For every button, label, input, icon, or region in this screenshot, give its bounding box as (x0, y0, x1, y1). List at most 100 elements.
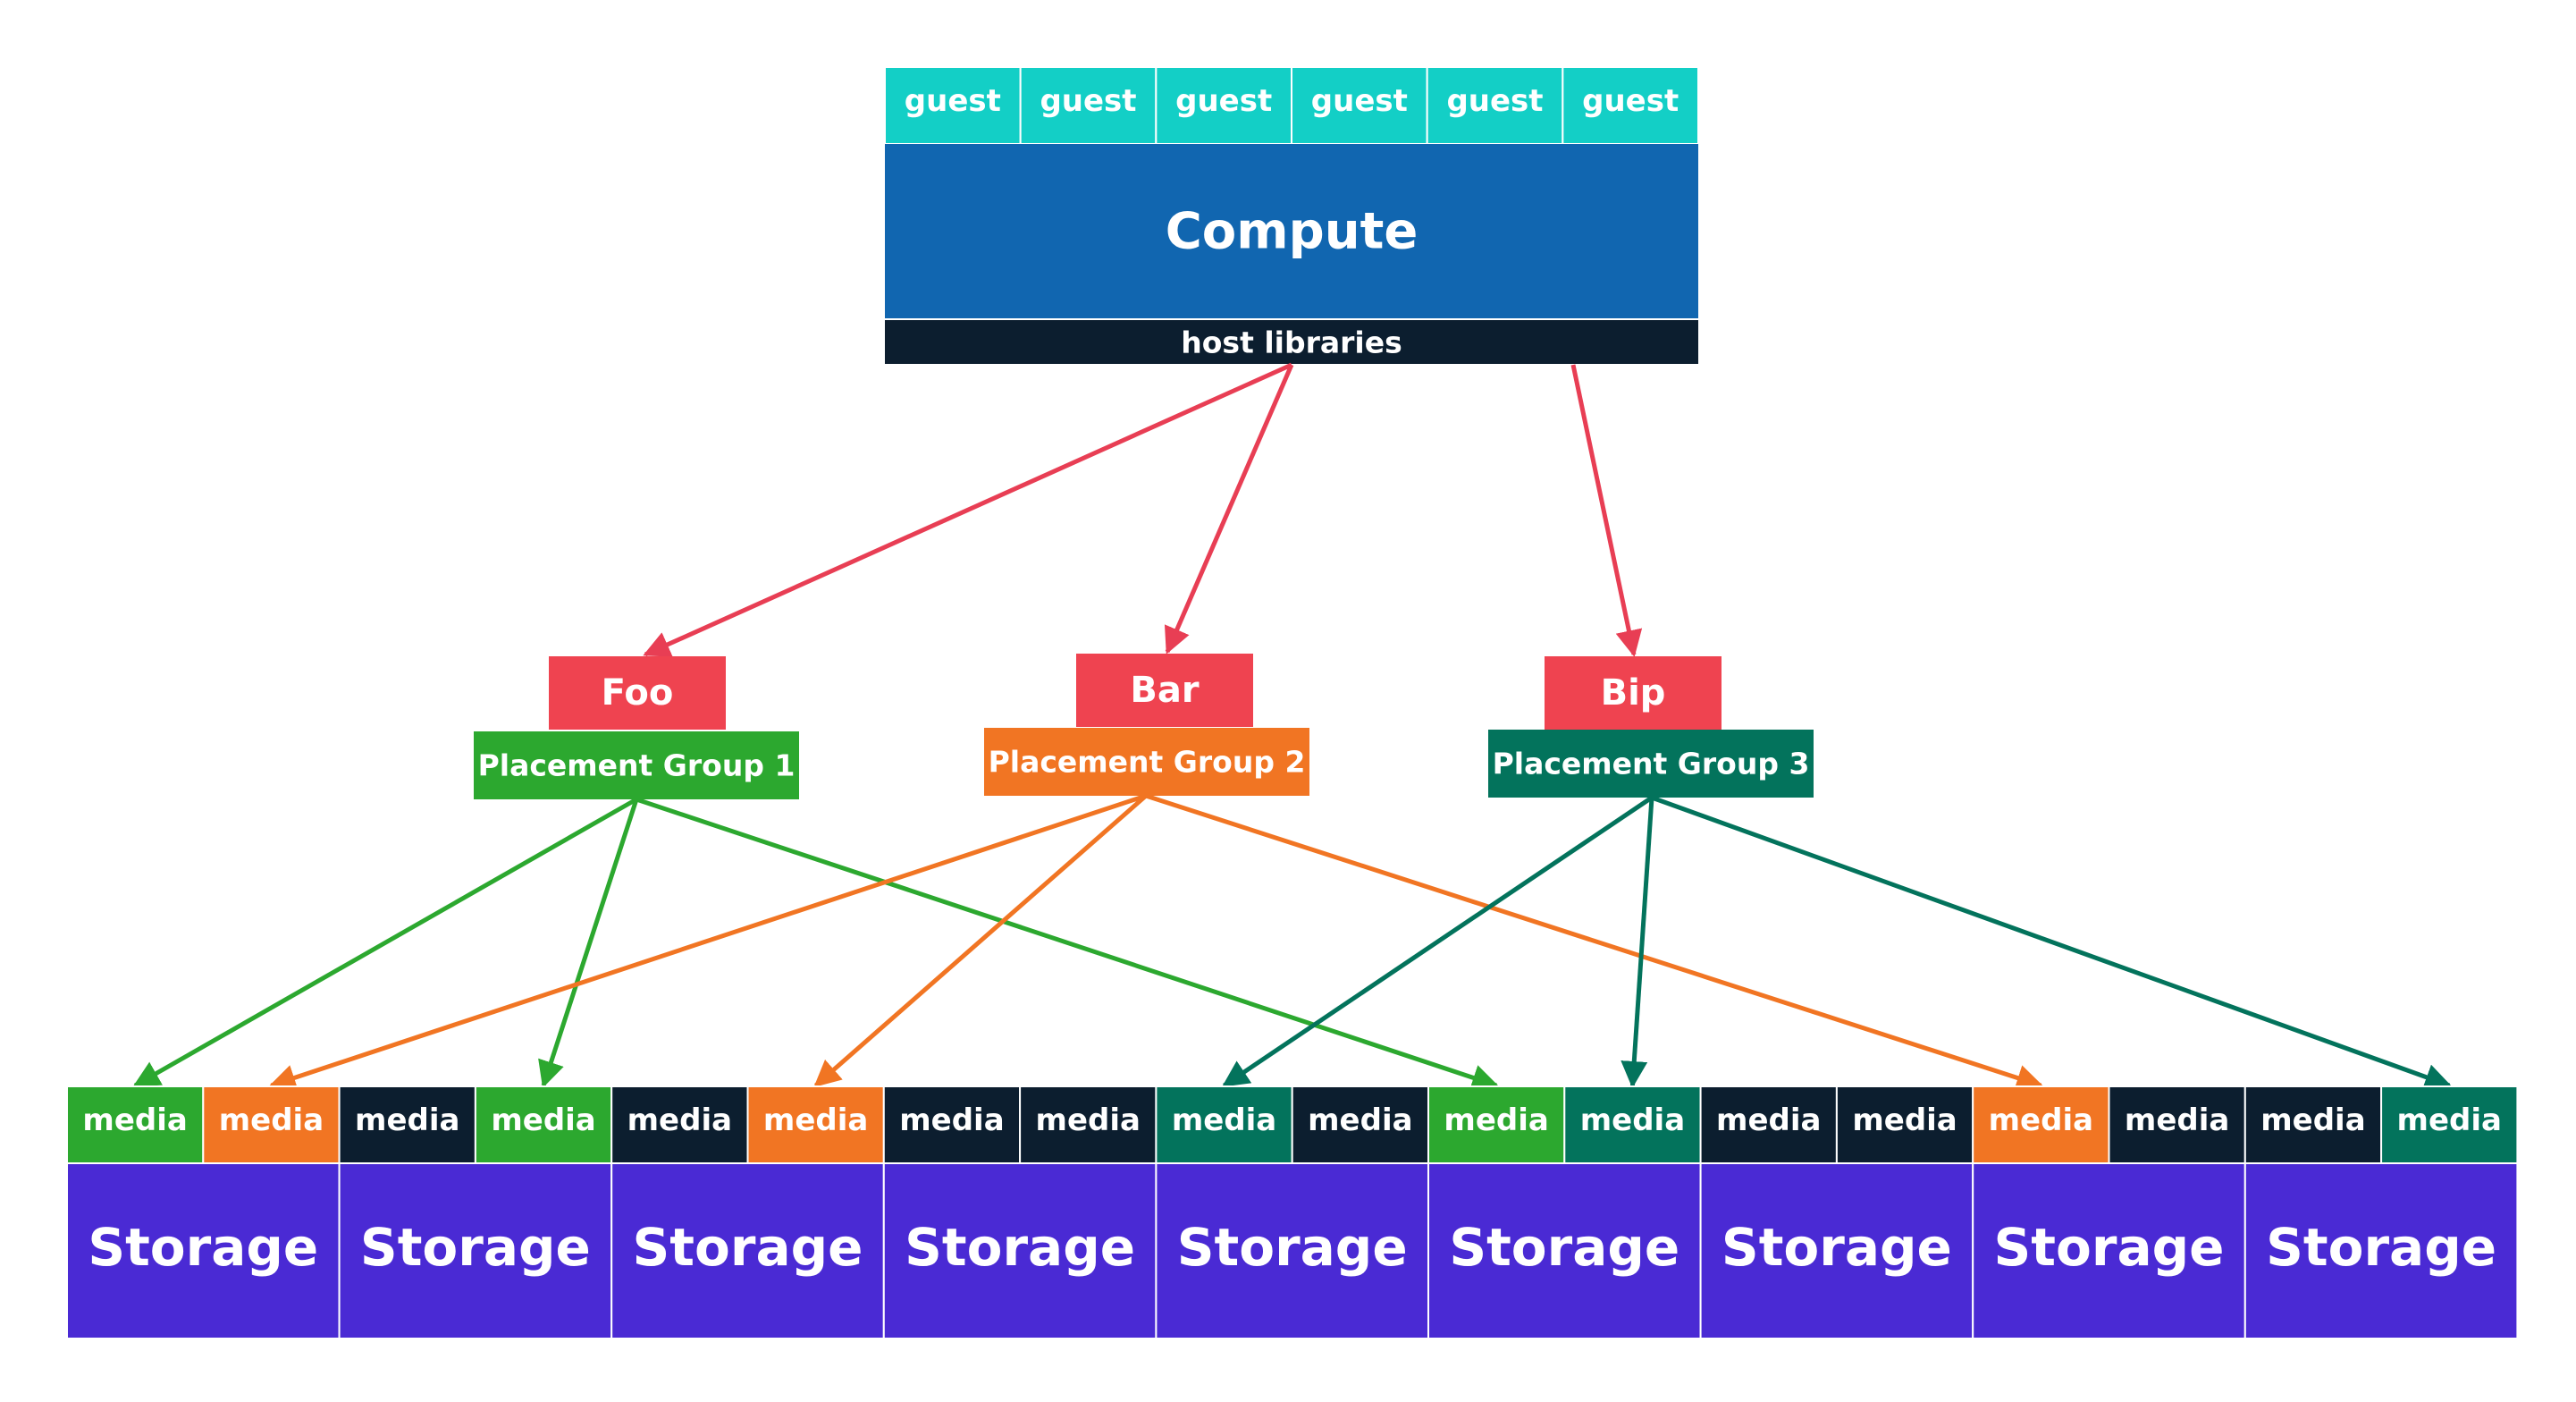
storage-box (1699, 1162, 1974, 1339)
placement-group-box (1488, 730, 1814, 798)
tag-label: Bar (1130, 670, 1199, 711)
placement-group-label: Placement Group 2 (989, 745, 1306, 780)
tag-box (1545, 656, 1722, 730)
placement-group-box (474, 731, 799, 799)
media-label: media (1852, 1102, 1957, 1138)
placement-group-box (984, 728, 1309, 796)
media-label: media (219, 1102, 324, 1138)
tag-label: Bip (1601, 672, 1666, 714)
compute-to-tag-arrow (643, 362, 1293, 657)
host-libraries-label: host libraries (1181, 325, 1402, 360)
media-label: media (1716, 1102, 1821, 1138)
storage-label: Storage (905, 1217, 1135, 1278)
group-to-media-arrow (813, 794, 1148, 1087)
tag-box (549, 656, 726, 730)
storage-box (2243, 1162, 2519, 1339)
storage-box (610, 1162, 885, 1339)
group-to-media-arrow (1621, 797, 1654, 1088)
storage-label: Storage (1449, 1217, 1679, 1278)
media-label: media (1444, 1102, 1548, 1138)
compute-label: Compute (1166, 203, 1418, 261)
media-label: media (1308, 1102, 1412, 1138)
tag-box (1076, 654, 1253, 727)
media-label: media (2125, 1102, 2229, 1138)
media-label: media (2260, 1102, 2365, 1138)
storage-box (1972, 1162, 2246, 1339)
storage-label: Storage (2266, 1217, 2496, 1278)
media-cell (2108, 1085, 2246, 1164)
compute-to-tag-arrow (1570, 364, 1643, 657)
media-label: media (899, 1102, 1004, 1138)
media-label: media (763, 1102, 868, 1138)
media-label: media (1036, 1102, 1141, 1138)
storage-box (882, 1162, 1158, 1339)
storage-label: Storage (360, 1217, 591, 1278)
storage-label: Storage (633, 1217, 863, 1278)
connection-arrows (132, 362, 2453, 1091)
guest-cell (1155, 66, 1293, 145)
media-cell (202, 1085, 341, 1164)
storage-box (1155, 1162, 1430, 1339)
media-cell (882, 1085, 1022, 1164)
guest-row: guest guest guest guest guest guest (884, 66, 1700, 145)
group-to-media-arrow (1651, 795, 2453, 1090)
storage-box (66, 1162, 341, 1339)
media-cell (1291, 1085, 1429, 1164)
placement-group-label: Placement Group 1 (478, 748, 796, 783)
group-to-media-arrow (636, 797, 1499, 1091)
media-label: media (2397, 1102, 2502, 1138)
media-label: media (627, 1102, 732, 1138)
guest-cell (1562, 66, 1700, 145)
storage-label: Storage (88, 1217, 318, 1278)
media-label: media (355, 1102, 459, 1138)
guest-label: guest (1446, 83, 1543, 119)
compute-block: guest guest guest guest guest guest Compute h… (884, 66, 1700, 364)
guest-label: guest (1040, 83, 1136, 119)
group-to-media-arrow (268, 793, 1147, 1091)
group-to-media-arrow (1145, 793, 2044, 1091)
compute-box (885, 144, 1698, 319)
placement-group-label: Placement Group 3 (1493, 747, 1810, 781)
group-to-media-arrow (1222, 795, 1654, 1088)
media-label: media (1989, 1102, 2093, 1138)
media-label: media (1172, 1102, 1276, 1138)
guest-cell (1019, 66, 1158, 145)
storage-box (1427, 1162, 1702, 1339)
media-label: media (491, 1102, 595, 1138)
storage-label: Storage (1722, 1217, 1952, 1278)
compute-to-tag-arrow (1164, 364, 1294, 655)
guest-cell (884, 66, 1022, 145)
host-libraries-bar (885, 319, 1698, 364)
guest-label: guest (1175, 83, 1272, 119)
guest-label: guest (1311, 83, 1408, 119)
group-to-media-arrow (132, 797, 638, 1088)
guest-label: guest (1582, 83, 1679, 119)
storage-box (338, 1162, 613, 1339)
media-cell (1699, 1085, 1838, 1164)
guest-label: guest (905, 83, 1001, 119)
media-cell (474, 1085, 613, 1164)
media-cell (1019, 1085, 1158, 1164)
media-cell (338, 1085, 476, 1164)
storage-label: Storage (1177, 1217, 1408, 1278)
media-cell (746, 1085, 885, 1164)
storage-label: Storage (1994, 1217, 2225, 1278)
tag-label: Foo (602, 672, 674, 714)
group-to-media-arrow (538, 798, 639, 1088)
media-cell (2380, 1085, 2519, 1164)
